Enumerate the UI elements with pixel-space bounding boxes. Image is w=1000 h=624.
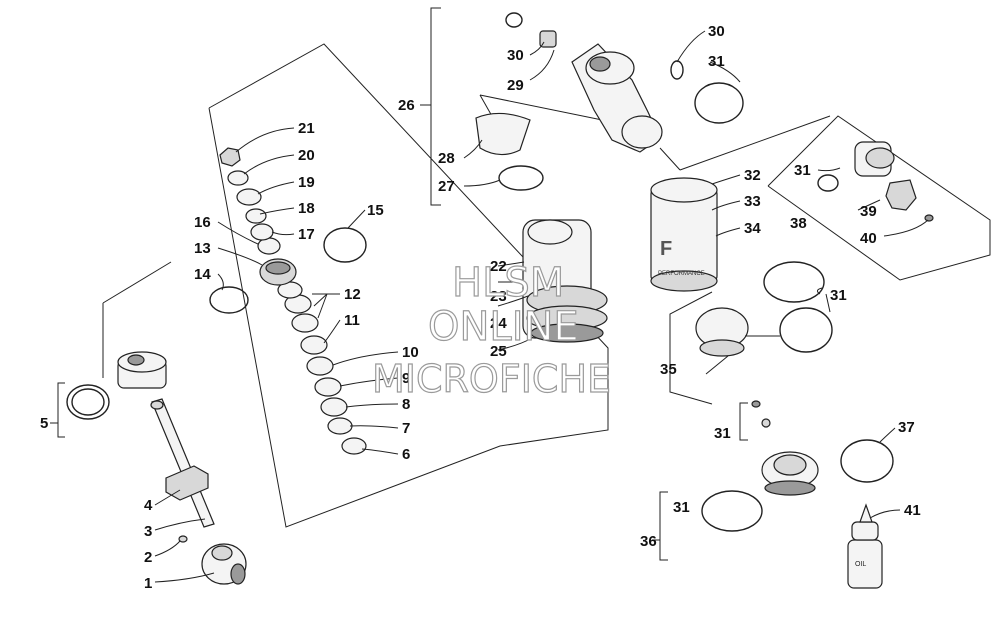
watermark-line-2: ONLINE xyxy=(428,304,579,350)
callout-22: 22 xyxy=(490,258,507,275)
callout-21: 21 xyxy=(298,120,315,137)
callout-24: 24 xyxy=(490,315,507,332)
callout-35: 35 xyxy=(660,361,677,378)
callout-labels: 1 2 3 4 5 6 7 8 9 10 11 12 13 14 15 16 1… xyxy=(40,23,921,592)
bottle-label: OIL xyxy=(855,561,866,568)
callout-30b: 30 xyxy=(708,23,725,40)
callout-13: 13 xyxy=(194,240,211,257)
callout-8: 8 xyxy=(402,396,410,413)
watermark-line-3: MICROFICHE xyxy=(372,357,611,401)
watermark: HLSM ONLINE MICROFICHE xyxy=(371,259,611,401)
shaft-assembly xyxy=(66,351,247,585)
callout-15: 15 xyxy=(367,202,384,219)
callout-28: 28 xyxy=(438,150,455,167)
watermark-line-1: HLSM xyxy=(452,260,564,306)
leader-lines xyxy=(154,30,929,583)
callout-31c: 31 xyxy=(794,162,811,179)
callout-14: 14 xyxy=(194,266,211,283)
callout-40: 40 xyxy=(860,230,877,247)
shim-stack xyxy=(209,147,367,455)
callout-4: 4 xyxy=(144,497,153,514)
callout-19: 19 xyxy=(298,174,315,191)
callout-37: 37 xyxy=(898,419,915,436)
callout-38: 38 xyxy=(790,215,807,232)
callout-27: 27 xyxy=(438,178,455,195)
body-assembly: F PERFORMANCE xyxy=(475,12,744,343)
callout-17: 17 xyxy=(298,226,315,243)
callout-3: 3 xyxy=(144,523,152,540)
callout-41: 41 xyxy=(904,502,921,519)
callout-7: 7 xyxy=(402,420,410,437)
logo-label: PERFORMANCE xyxy=(658,271,705,277)
callout-31a: 31 xyxy=(708,53,725,70)
callout-31d: 31 xyxy=(714,425,731,442)
callout-33: 33 xyxy=(744,193,761,210)
callout-34: 34 xyxy=(744,220,761,237)
callout-9: 9 xyxy=(402,370,410,387)
callout-12: 12 xyxy=(344,286,361,303)
reservoir-parts: OIL xyxy=(695,141,934,589)
callout-36: 36 xyxy=(640,533,657,550)
callout-25: 25 xyxy=(490,343,507,360)
callout-30a: 30 xyxy=(507,47,524,64)
callout-26: 26 xyxy=(398,97,415,114)
callout-23: 23 xyxy=(490,288,507,305)
callout-2: 2 xyxy=(144,549,152,566)
callout-10: 10 xyxy=(402,344,419,361)
callout-31e: 31 xyxy=(673,499,690,516)
callout-16: 16 xyxy=(194,214,211,231)
callout-5: 5 xyxy=(40,415,48,432)
svg-text:F: F xyxy=(660,238,672,260)
callout-32: 32 xyxy=(744,167,761,184)
callout-39: 39 xyxy=(860,203,877,220)
callout-11: 11 xyxy=(344,312,360,329)
callout-29: 29 xyxy=(507,77,524,94)
callout-6: 6 xyxy=(402,446,410,463)
callout-18: 18 xyxy=(298,200,315,217)
callout-1: 1 xyxy=(144,575,152,592)
callout-20: 20 xyxy=(298,147,315,164)
callout-31b: 31 xyxy=(830,287,847,304)
